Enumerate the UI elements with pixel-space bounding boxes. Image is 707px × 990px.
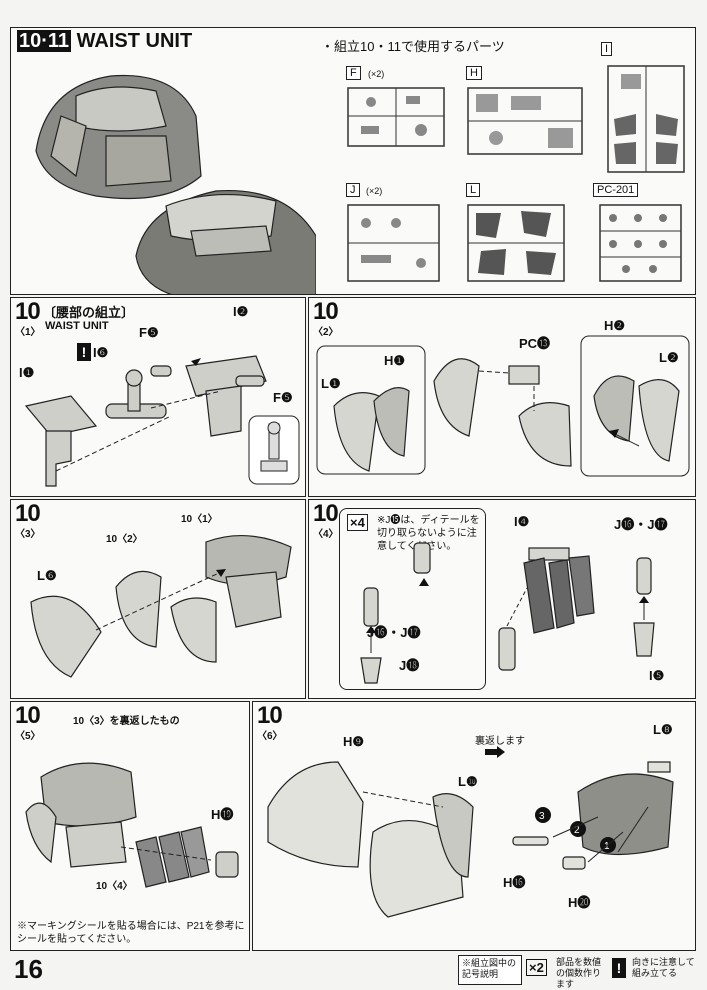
step-number: 10: [15, 702, 41, 729]
step-number: 10: [15, 500, 41, 527]
runner-j-sprue: [347, 204, 440, 282]
step-number: 10: [313, 500, 339, 527]
legend-title: ※組立図中の記号説明: [458, 955, 522, 985]
step-number: 10: [257, 702, 283, 729]
marking-seal-note: ※マーキングシールを貼る場合には、P21を参考にシールを貼ってください。: [17, 921, 245, 945]
runner-f-sprue: [347, 87, 445, 147]
part-label: PC⓭: [519, 336, 551, 351]
panel-step-10-1: 10 〈1〉 〔腰部の組立〕 WAIST UNIT I❷ F❺ ! I❻ I❶ …: [10, 297, 306, 497]
panel-step-10-5: 10 〈5〉 10〈3〉を裏返したもの H⓳ 10〈4〉 ※マーキングシールを貼…: [10, 701, 250, 951]
part-label: L❻: [37, 568, 57, 583]
legend-multiplier-text: 部品を数値の個数作ります: [556, 957, 602, 989]
caution-icon: !: [77, 343, 91, 361]
svg-text:3: 3: [539, 811, 545, 822]
part-label: J⓰・J⓱: [367, 625, 421, 640]
part-label: I❺: [649, 668, 665, 683]
step-10-4-diagram: [360, 542, 655, 684]
part-label: L❷: [659, 350, 679, 365]
step-10-5-diagram: [25, 762, 239, 888]
svg-text:2: 2: [574, 825, 580, 836]
svg-text:1: 1: [604, 841, 610, 852]
part-label: L❽: [653, 722, 673, 737]
step-sub-number: 〈1〉: [15, 327, 41, 338]
step-title-jp: 〔腰部の組立〕: [43, 305, 135, 320]
part-label: H⓳: [211, 807, 234, 822]
step-prefix: 10·11: [17, 30, 72, 52]
legend-multiplier-icon: ×2: [526, 959, 547, 976]
runner-j: J (×2): [346, 183, 451, 288]
runner-f-label: F: [346, 66, 361, 80]
runner-pc201-label: PC-201: [593, 183, 639, 197]
part-label: I❹: [514, 514, 530, 529]
part-label: H⓴: [568, 895, 591, 910]
part-label: H❶: [384, 353, 406, 368]
part-label: J⓲: [399, 658, 420, 673]
page-title: WAIST UNIT: [76, 30, 193, 52]
part-label: I❶: [19, 365, 35, 380]
legend-caution-text: 向きに注意して組み立てる: [632, 957, 695, 978]
step-sub-number: 〈4〉: [313, 529, 339, 540]
part-label: F❺: [139, 325, 159, 340]
panel-waist-unit-overview: 10·11 WAIST UNIT ・組立10・11で使用するパーツ F (×2): [10, 27, 696, 295]
step-title-en: WAIST UNIT: [45, 320, 109, 332]
sub-assembly-ref: 10〈1〉: [181, 514, 218, 525]
part-label: J⓰・J⓱: [614, 517, 668, 532]
step-sub-number: 〈3〉: [15, 529, 41, 540]
runner-l-sprue: [467, 204, 565, 282]
sub-assembly-ref: 10〈4〉: [96, 881, 133, 892]
runner-h: H: [466, 66, 586, 161]
sub-step-box: [339, 508, 486, 690]
step-10-2-diagram: [316, 335, 690, 477]
runner-j-label: J: [346, 183, 360, 197]
flip-label: 裏返します: [475, 736, 525, 747]
waist-unit-illustration: [35, 74, 316, 294]
runner-i-sprue: [607, 65, 685, 173]
step-10-3-diagram: [30, 535, 292, 678]
runner-l-label: L: [466, 183, 481, 197]
flip-arrow-icon: [485, 746, 505, 758]
step-10-6-diagram: 3 2 1: [267, 761, 674, 918]
runner-h-sprue: [467, 87, 583, 155]
sub-assembly-ref: 10〈2〉: [106, 534, 143, 545]
part-label: I❻: [93, 345, 109, 360]
parts-used-label: ・組立10・11で使用するパーツ: [321, 39, 505, 54]
page-number: 16: [14, 954, 43, 984]
step-sub-number: 〈2〉: [313, 327, 339, 338]
quantity-badge: ×4: [347, 514, 368, 531]
runner-l: L: [466, 183, 576, 288]
legend-caution: ! 向きに注意して組み立てる: [612, 955, 696, 985]
part-label: L❶: [321, 376, 341, 391]
runner-f: F (×2): [346, 66, 451, 156]
step-sub-number: 〈5〉: [15, 731, 41, 742]
runner-pc201: PC-201: [593, 183, 688, 288]
part-label: F❺: [273, 390, 293, 405]
panel-step-10-6: 10 〈6〉 裏返します H❾ L❿ L❽ H⓰ H⓴ 3 2 1: [252, 701, 696, 951]
panel-step-10-2: 10 〈2〉 H❷ PC⓭ L❷ L❶ H❶: [308, 297, 696, 497]
panel-step-10-3: 10 〈3〉 L❻ 10〈2〉 10〈1〉: [10, 499, 306, 699]
part-label: I❷: [233, 304, 249, 319]
part-label: H⓰: [503, 875, 526, 890]
runner-pc201-sprue: [599, 204, 682, 282]
part-label: H❷: [604, 318, 626, 333]
step-10-1-diagram: [24, 355, 300, 487]
part-label: L❿: [458, 774, 478, 789]
flip-note: 10〈3〉を裏返したもの: [73, 716, 180, 727]
step-header: 10·11 WAIST UNIT: [17, 30, 192, 53]
runner-f-qty: (×2): [368, 69, 385, 79]
runner-j-qty: (×2): [366, 186, 383, 196]
legend-caution-icon: !: [612, 958, 626, 978]
runner-h-label: H: [466, 66, 482, 80]
runner-i-label: I: [601, 42, 613, 56]
panel-step-10-4: 10 〈4〉 ×4 ※J⓯は、ディテールを切り取らないように注意してください。 …: [308, 499, 696, 699]
step-number: 10: [313, 298, 339, 325]
step-sub-number: 〈6〉: [257, 731, 283, 742]
legend-multiplier: ×2 部品を数値の個数作ります: [526, 955, 606, 989]
part-label: H❾: [343, 734, 365, 749]
step-number: 10: [15, 298, 41, 325]
runner-i: I: [601, 42, 691, 182]
